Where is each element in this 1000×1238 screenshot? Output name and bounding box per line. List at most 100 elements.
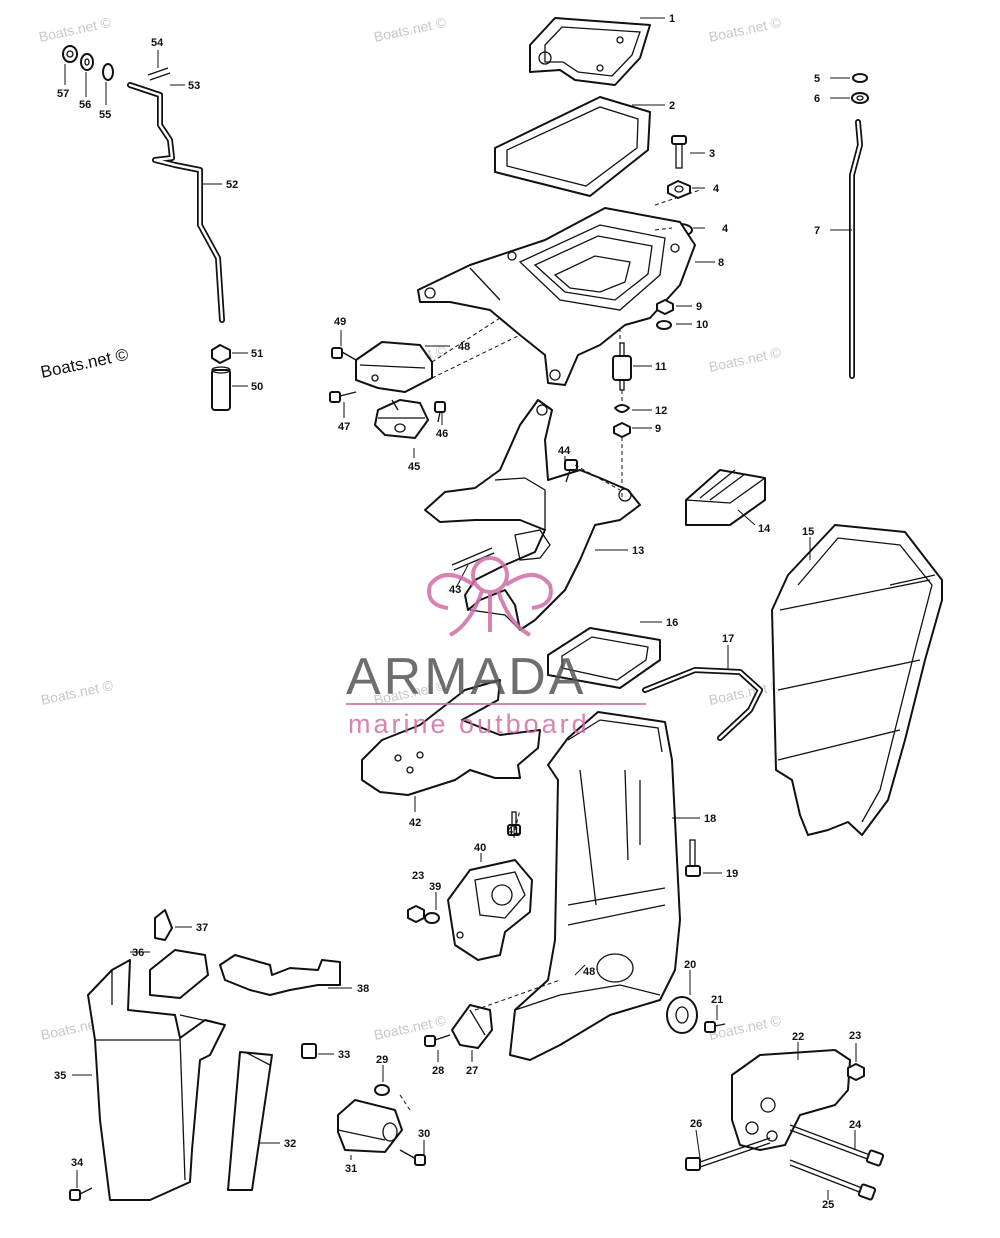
part-3-bolt	[671, 135, 687, 169]
callout-9: 9	[696, 301, 702, 313]
callout-14: 14	[758, 523, 771, 535]
callout-53: 53	[188, 80, 200, 92]
part-6-washer	[851, 92, 869, 104]
watermark-site: Boats.net ©	[707, 1012, 783, 1043]
part-35-lower-cover	[87, 959, 226, 1201]
callout-42: 42	[409, 817, 421, 829]
callout-37: 37	[196, 922, 208, 934]
part-33-block	[301, 1043, 317, 1059]
part-32-wedge	[227, 1051, 273, 1191]
callout-7: 7	[814, 225, 820, 237]
part-45-upper-mount	[374, 399, 429, 439]
watermark-site: Boats.net ©	[707, 677, 783, 708]
callout-25: 25	[822, 1199, 834, 1211]
callout-28: 28	[432, 1065, 444, 1077]
part-34-screw	[69, 1187, 93, 1201]
part-56-washer	[80, 53, 94, 71]
part-23-nut-left	[407, 905, 425, 923]
part-40-exhaust-plate	[447, 859, 533, 961]
callout-54: 54	[151, 37, 164, 49]
callout-6: 6	[814, 93, 820, 105]
part-24-bolt	[789, 1124, 885, 1167]
callout-44: 44	[558, 445, 571, 457]
callout-45: 45	[408, 461, 420, 473]
part-21-screw	[704, 1021, 726, 1033]
part-14-pad	[685, 469, 766, 526]
part-2-gasket	[494, 96, 651, 197]
watermark-site: Boats.net ©	[372, 14, 448, 45]
callout-31: 31	[345, 1163, 357, 1175]
part-22-clamp-bracket	[731, 1049, 851, 1151]
callout-50: 50	[251, 381, 263, 393]
callout-21: 21	[711, 994, 723, 1006]
callout-39: 39	[429, 881, 441, 893]
callout-32: 32	[284, 1138, 296, 1150]
callout-51: 51	[251, 348, 263, 360]
callout-9: 9	[655, 423, 661, 435]
part-9-nut	[656, 299, 674, 315]
part-1-exhaust-plate	[529, 17, 651, 86]
brand-tagline: marine outboard	[348, 709, 590, 739]
callout-13: 13	[632, 545, 644, 557]
callout-12: 12	[655, 405, 667, 417]
callout-15: 15	[802, 526, 814, 538]
armada-brand-watermark: ARMADA marine outboard	[346, 556, 646, 739]
part-4-nut	[667, 180, 691, 199]
watermark-site: Boats.net ©	[372, 1012, 448, 1043]
callout-23: 23	[849, 1030, 861, 1042]
callout-10: 10	[696, 319, 708, 331]
part-16-gasket	[547, 627, 661, 689]
callout-2: 2	[669, 100, 675, 112]
part-44-screw	[564, 459, 578, 483]
part-10-washer	[656, 320, 672, 330]
callout-5: 5	[814, 73, 820, 85]
part-48-mount-bracket	[355, 341, 433, 393]
part-53-pin	[147, 67, 171, 81]
callout-4: 4	[722, 223, 729, 235]
callout-36: 36	[132, 947, 144, 959]
callout-29: 29	[376, 1054, 388, 1066]
part-36-plate	[149, 949, 209, 999]
callout-49: 49	[334, 316, 346, 328]
part-55-washer	[102, 63, 114, 81]
part-29-washer	[374, 1084, 390, 1096]
callout-27: 27	[466, 1065, 478, 1077]
part-38-bracket	[219, 954, 341, 996]
part-28-screw	[424, 1034, 451, 1047]
part-51-nut	[211, 344, 231, 364]
part-49-screw	[331, 347, 357, 361]
callout-8: 8	[718, 257, 724, 269]
part-27-water-pickup	[451, 1004, 493, 1049]
callout-38: 38	[357, 983, 369, 995]
brand-name: ARMADA	[346, 648, 586, 706]
callout-48: 48	[458, 341, 470, 353]
part-8-adapter-housing	[417, 207, 696, 386]
part-15-side-cover	[771, 524, 943, 836]
part-5-washer	[852, 73, 868, 83]
callout-23: 23	[412, 870, 424, 882]
callout-1: 1	[669, 13, 675, 25]
callout-22: 22	[792, 1031, 804, 1043]
part-47-screw	[329, 391, 357, 403]
callout-52: 52	[226, 179, 238, 191]
part-57-washer	[62, 45, 78, 63]
part-19-screw	[685, 839, 701, 877]
callout-46: 46	[436, 428, 448, 440]
watermark-site: Boats.net ©	[39, 677, 115, 708]
callout-43: 43	[449, 584, 461, 596]
watermark-site-dark: Boats.net ©	[39, 345, 131, 382]
callout-48: 48	[583, 966, 595, 978]
callout-labels: 1 2 3 4 4 5 6 7 8 9 10 11 12 9 13 14 15 …	[54, 13, 862, 1211]
part-39-washer	[424, 912, 440, 924]
part-12-clip	[614, 404, 630, 413]
part-46-screw	[434, 401, 446, 423]
part-18-driveshaft-housing	[509, 711, 681, 1061]
part-9-nut-lower	[613, 422, 631, 438]
callout-57: 57	[57, 88, 69, 100]
callout-18: 18	[704, 813, 716, 825]
callout-35: 35	[54, 1070, 66, 1082]
callout-33: 33	[338, 1049, 350, 1061]
callout-11: 11	[655, 361, 667, 373]
callout-55: 55	[99, 109, 111, 121]
watermark-site: Boats.net ©	[707, 14, 783, 45]
